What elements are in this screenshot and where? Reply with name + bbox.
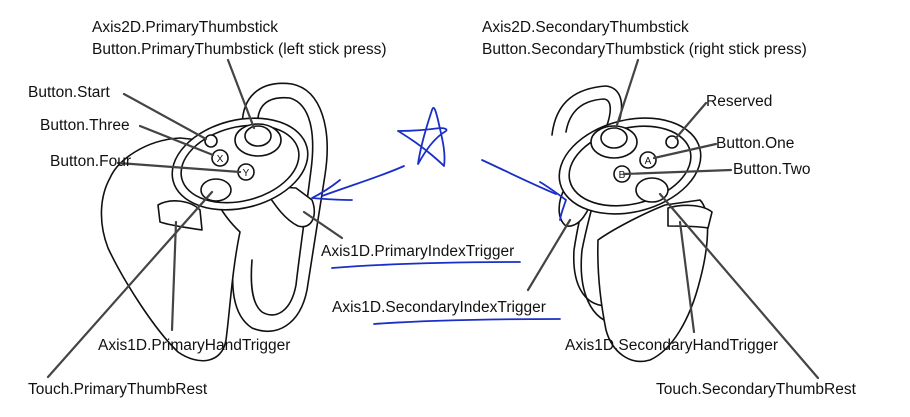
right-thumbstick-cap: [600, 127, 628, 149]
label-primary-index-trigger: Axis1D.PrimaryIndexTrigger: [321, 243, 514, 260]
hand-drawn-star-icon: [397, 107, 448, 167]
left-touch-controller: X Y: [100, 82, 328, 362]
right-reserved-button: [665, 135, 679, 149]
leader-primary-thumb-rest: [46, 190, 214, 379]
leader-lines: [46, 58, 820, 380]
underline-primary-index-trigger: [331, 261, 521, 269]
right-thumb-rest: [635, 177, 669, 203]
leader-reserved: [674, 101, 708, 140]
label-secondary-hand-trigger: Axis1D.SecondaryHandTrigger: [565, 337, 778, 354]
leader-four: [116, 161, 242, 174]
leader-three: [138, 124, 215, 157]
label-button-four: Button.Four: [50, 153, 131, 170]
arrow-to-secondary-trigger: [481, 159, 557, 195]
arrow-to-primary-trigger: [321, 165, 405, 197]
right-hand-trigger: [667, 204, 713, 229]
right-controller-body: [597, 199, 709, 363]
leader-start: [122, 92, 208, 141]
leader-secondary-thumb-rest: [658, 192, 820, 380]
left-menu-button: [204, 134, 218, 148]
right-b-glyph: B: [619, 170, 626, 181]
leader-right-thumbstick: [614, 58, 640, 130]
label-primary-thumb-rest: Touch.PrimaryThumbRest: [28, 381, 208, 398]
label-left-thumbstick-axis: Axis2D.PrimaryThumbstick: [92, 19, 278, 36]
label-button-two: Button.Two: [733, 161, 811, 178]
leader-primary-index-trigger: [302, 210, 344, 240]
arrow-head-right: [539, 181, 567, 221]
left-hand-trigger: [157, 200, 203, 231]
label-reserved: Reserved: [706, 93, 772, 110]
label-secondary-index-trigger: Axis1D.SecondaryIndexTrigger: [332, 299, 546, 316]
label-right-thumbstick-button: Button.SecondaryThumbstick (right stick …: [482, 41, 807, 58]
left-face-plate-inner: [180, 124, 300, 204]
label-button-one: Button.One: [716, 135, 794, 152]
label-button-start: Button.Start: [28, 84, 111, 101]
leader-left-thumbstick: [226, 58, 256, 130]
right-a-button: [639, 151, 657, 169]
label-secondary-thumb-rest: Touch.SecondaryThumbRest: [656, 381, 857, 398]
label-right-thumbstick-axis: Axis2D.SecondaryThumbstick: [482, 19, 689, 36]
left-x-glyph: X: [217, 154, 224, 165]
label-primary-hand-trigger: Axis1D.PrimaryHandTrigger: [98, 337, 290, 354]
left-thumbstick-cap: [244, 125, 272, 147]
underline-secondary-index-trigger: [373, 318, 561, 325]
leader-two: [622, 168, 733, 176]
arrow-head-left: [311, 179, 353, 201]
label-button-three: Button.Three: [40, 117, 130, 134]
leader-secondary-hand-trigger: [678, 220, 696, 334]
left-x-button: [211, 149, 229, 167]
leader-one: [652, 142, 718, 160]
right-touch-controller: A B: [551, 85, 713, 363]
ink-annotations: [311, 107, 567, 325]
leader-secondary-index-trigger: [526, 218, 572, 292]
left-tracking-ring: [231, 82, 328, 333]
leader-primary-hand-trigger: [170, 220, 178, 332]
labels: Axis2D.PrimaryThumbstick Button.PrimaryT…: [28, 19, 857, 398]
right-a-glyph: A: [645, 156, 652, 167]
left-y-glyph: Y: [243, 168, 250, 179]
label-left-thumbstick-button: Button.PrimaryThumbstick (left stick pre…: [92, 41, 387, 58]
